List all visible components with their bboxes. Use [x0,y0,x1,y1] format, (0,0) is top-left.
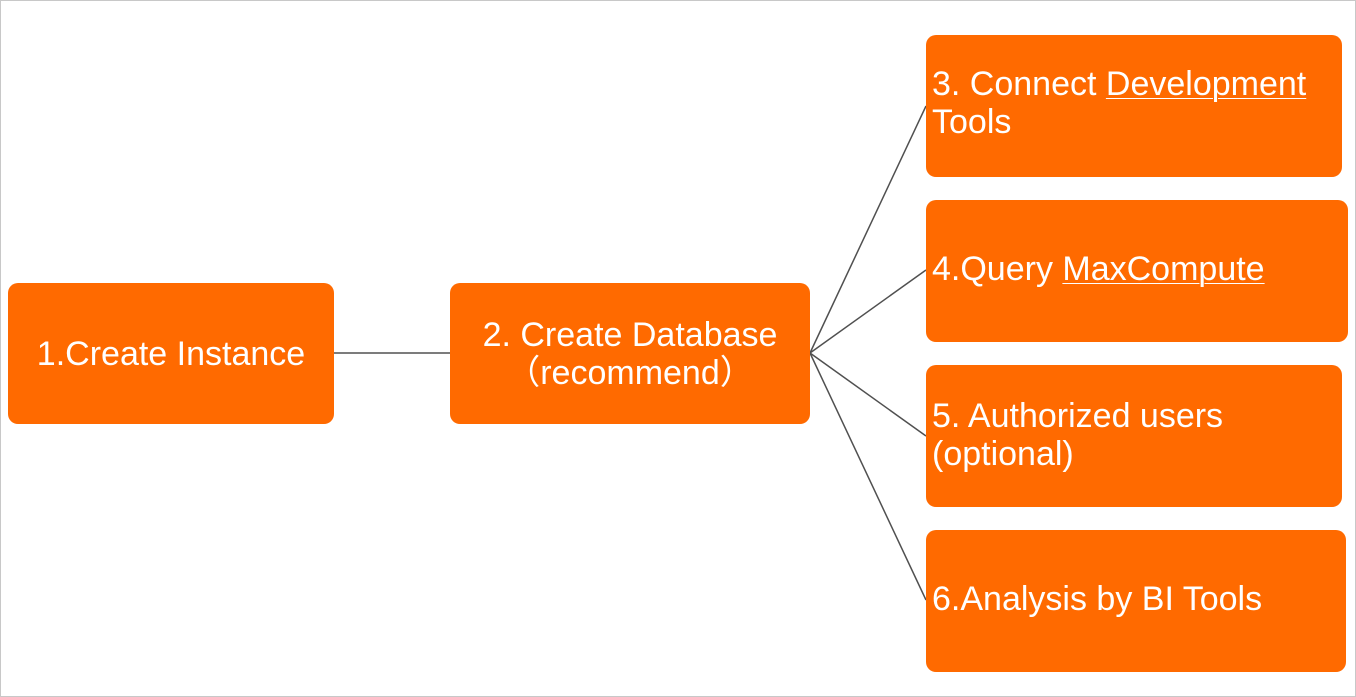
node-query-maxcompute-text-b: MaxCompute [1062,250,1265,288]
node-create-database: 2. Create Database （recommend） [450,283,810,424]
connector-2-4 [809,269,927,354]
node-create-database-label: 2. Create Database [482,315,778,354]
node-create-instance-label: 1.Create Instance [36,334,306,373]
node-connect-tools: 3. Connect Development Tools [926,35,1342,177]
connector-2-6 [809,352,927,601]
connector-2-5 [809,352,927,437]
node-query-maxcompute: 4.Query MaxCompute [926,200,1348,342]
node-connect-tools-text-b: Development [1105,65,1307,103]
node-authorized-users: 5. Authorized users (optional) [926,365,1342,507]
node-analysis-bi: 6.Analysis by BI Tools [926,530,1346,672]
node-query-maxcompute-line1: 4.Query MaxCompute [932,250,1265,288]
node-create-database-sublabel: （recommend） [506,353,754,392]
node-analysis-bi-label: 6.Analysis by BI Tools [932,580,1263,618]
connector-2-3 [809,105,927,354]
node-connect-tools-line1: 3. Connect Development [932,65,1336,103]
node-authorized-users-line2: (optional) [932,435,1074,473]
node-connect-tools-text-a: 3. Connect [932,65,1106,103]
node-connect-tools-line2: Tools [932,103,1012,141]
node-authorized-users-line1: 5. Authorized users [932,397,1224,435]
node-create-instance: 1.Create Instance [8,283,334,424]
node-query-maxcompute-text-a: 4.Query [932,250,1063,288]
